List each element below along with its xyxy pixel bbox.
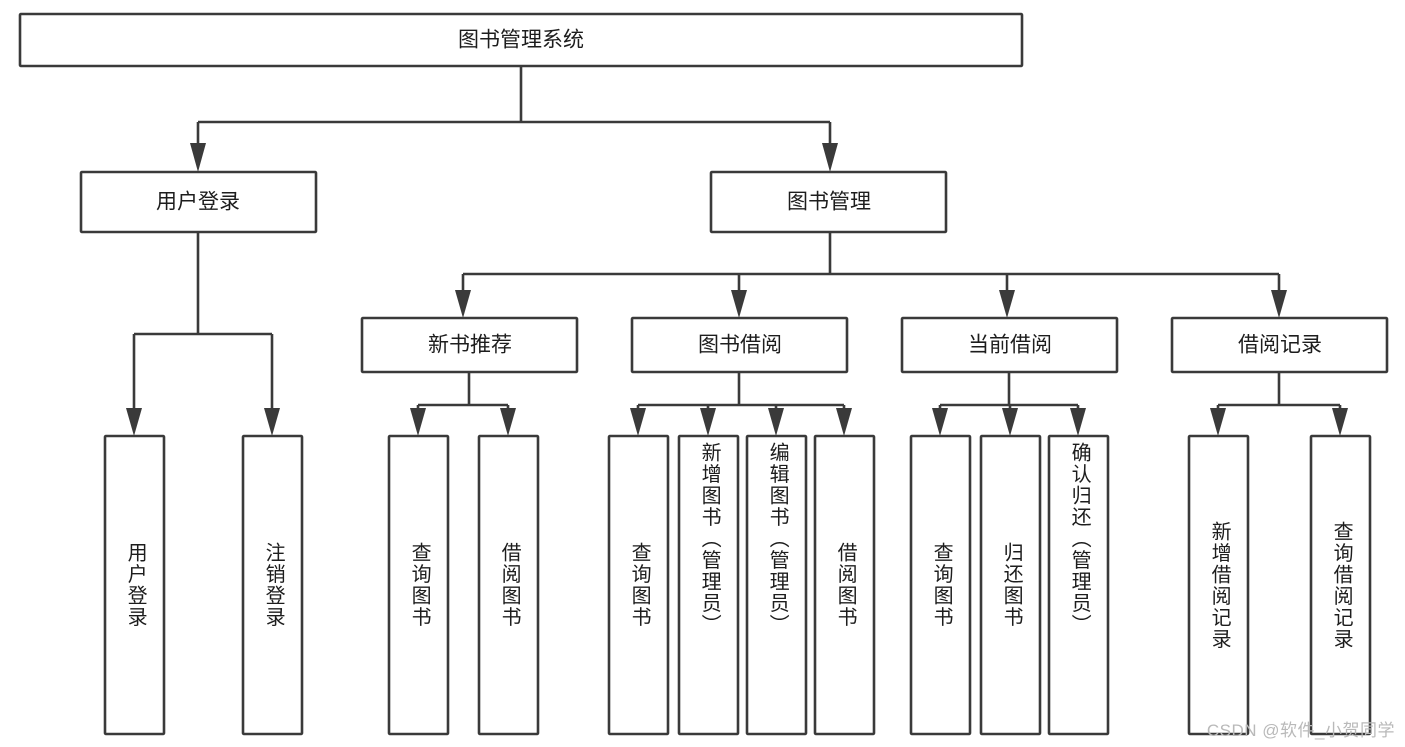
arrow-head-leaf-borrow-book-1 xyxy=(500,408,516,436)
node-box-borrow-record[interactable] xyxy=(1170,316,1389,374)
node-box-leaf-query-book-2[interactable] xyxy=(607,434,670,736)
arrow-head-borrow-record xyxy=(1271,290,1287,318)
node-box-leaf-query-book-3[interactable] xyxy=(909,434,972,736)
connector-group-new-book-recommend xyxy=(410,372,516,436)
node-box-user-login[interactable] xyxy=(79,170,318,234)
node-label-new-book-recommend: 新书推荐 xyxy=(428,334,512,357)
arrow-head-leaf-query-record xyxy=(1332,408,1348,436)
node-box-leaf-add-record[interactable] xyxy=(1187,434,1250,736)
node-label-borrow-record: 借阅记录 xyxy=(1238,334,1322,357)
node-box-new-book-recommend[interactable] xyxy=(360,316,579,374)
arrow-head-book-management xyxy=(822,143,838,172)
arrow-head-leaf-edit-book xyxy=(768,408,784,436)
arrow-head-leaf-borrow-book-2 xyxy=(836,408,852,436)
arrow-head-leaf-query-book-1 xyxy=(410,408,426,436)
connector-group-user-login xyxy=(126,232,280,436)
node-label-root: 图书管理系统 xyxy=(458,29,584,52)
node-box-leaf-confirm-return[interactable] xyxy=(1047,434,1110,736)
node-box-leaf-borrow-book-2[interactable] xyxy=(813,434,876,736)
connector-group-current-borrow xyxy=(932,372,1086,436)
arrow-head-leaf-add-book xyxy=(700,408,716,436)
arrow-head-current-borrow xyxy=(999,290,1015,318)
node-box-leaf-logout-login[interactable] xyxy=(241,434,304,736)
arrow-head-user-login xyxy=(190,143,206,172)
node-box-leaf-return-book[interactable] xyxy=(979,434,1042,736)
node-box-leaf-query-book-1[interactable] xyxy=(387,434,450,736)
arrow-head-new-book-recommend xyxy=(455,290,471,318)
node-label-book-management: 图书管理 xyxy=(787,191,871,214)
arrow-head-leaf-query-book-3 xyxy=(932,408,948,436)
node-box-leaf-add-book[interactable] xyxy=(677,434,740,736)
node-label-user-login: 用户登录 xyxy=(156,191,240,214)
connector-group-book-borrow xyxy=(630,372,852,436)
arrow-head-leaf-confirm-return xyxy=(1070,408,1086,436)
node-box-leaf-user-login[interactable] xyxy=(103,434,166,736)
node-box-root[interactable] xyxy=(18,12,1024,68)
arrow-head-leaf-user-login xyxy=(126,408,142,436)
node-box-current-borrow[interactable] xyxy=(900,316,1119,374)
connector-group-book-management xyxy=(455,232,1287,318)
arrow-head-leaf-logout-login xyxy=(264,408,280,436)
node-label-current-borrow: 当前借阅 xyxy=(968,334,1052,357)
watermark-text: CSDN @软件_小贺同学 xyxy=(1206,721,1395,740)
node-box-leaf-query-record[interactable] xyxy=(1309,434,1372,736)
connector-group-borrow-record xyxy=(1210,372,1348,436)
node-box-leaf-borrow-book-1[interactable] xyxy=(477,434,540,736)
arrow-head-book-borrow xyxy=(731,290,747,318)
node-box-book-management[interactable] xyxy=(709,170,948,234)
connector-group-root xyxy=(190,66,838,172)
node-label-book-borrow: 图书借阅 xyxy=(698,334,782,357)
node-box-book-borrow[interactable] xyxy=(630,316,849,374)
arrow-head-leaf-query-book-2 xyxy=(630,408,646,436)
arrow-head-leaf-add-record xyxy=(1210,408,1226,436)
node-box-leaf-edit-book[interactable] xyxy=(745,434,808,736)
arrow-head-leaf-return-book xyxy=(1002,408,1018,436)
